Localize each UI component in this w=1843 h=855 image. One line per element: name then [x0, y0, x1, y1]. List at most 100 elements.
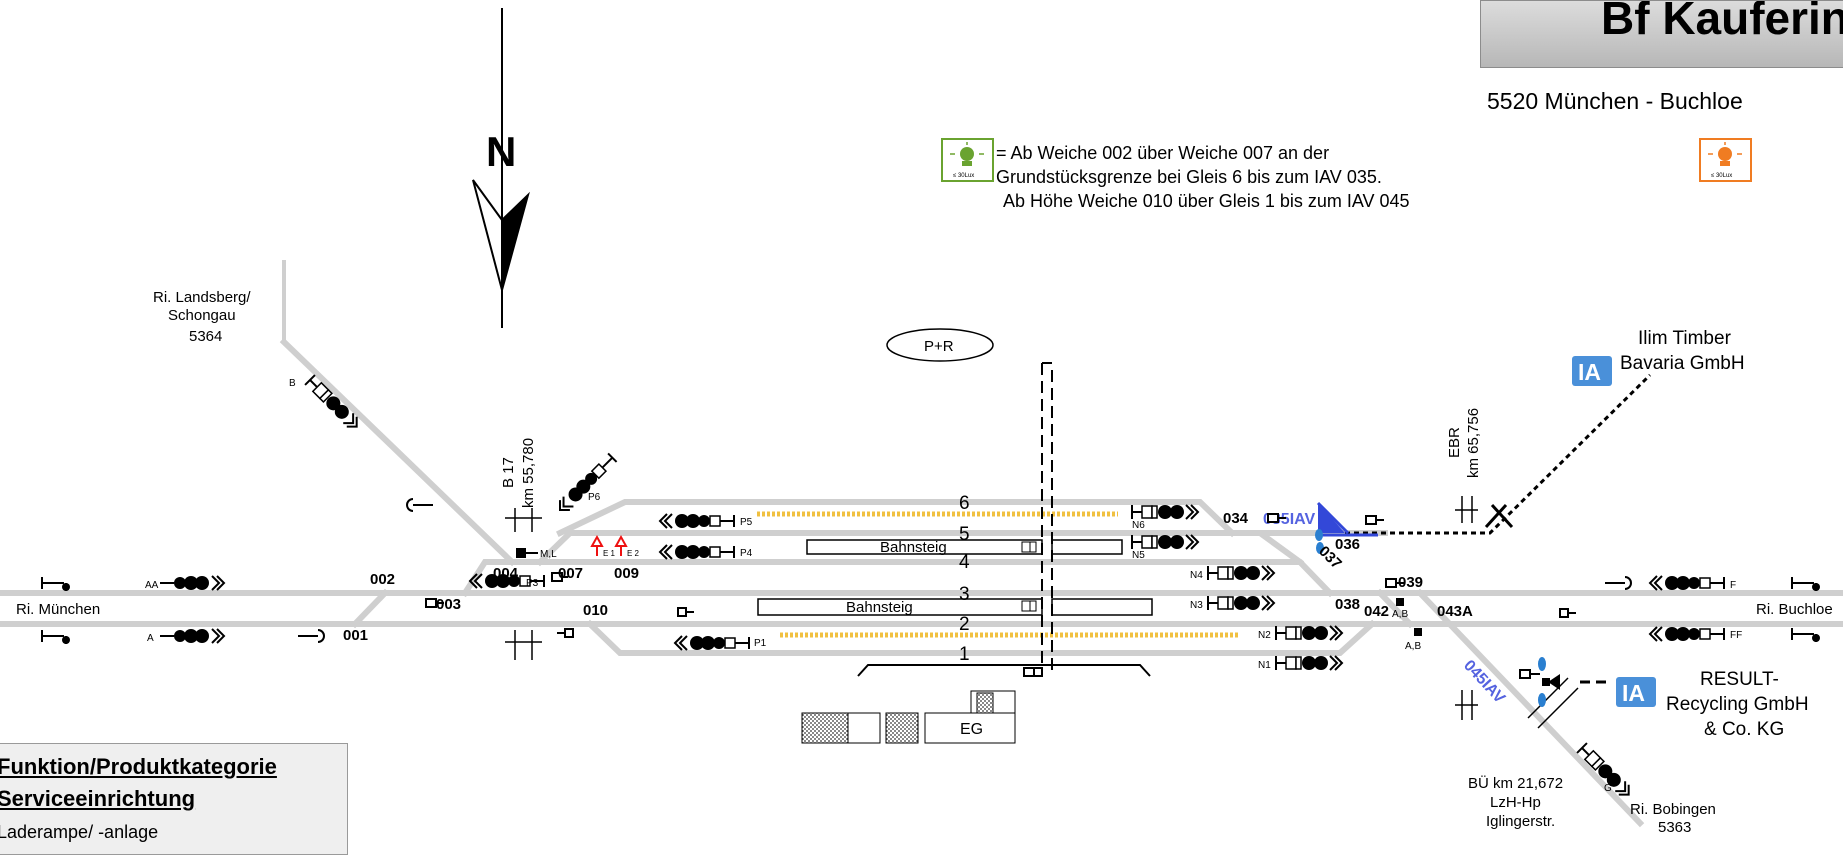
level-crossing-1: BÜ km 21,672 [1468, 774, 1563, 792]
track-crossover-002 [350, 588, 390, 629]
track-label-3: 3 [959, 584, 970, 605]
legend-line-3: Ab Höhe Weiche 010 über Gleis 1 bis zum … [1003, 191, 1410, 211]
track-label-6: 6 [959, 493, 970, 514]
track-plan: Bahnsteig Bahnsteig EG P+R N [0, 8, 1843, 835]
legend-line-2: Grundstücksgrenze bei Gleis 6 bis zum IA… [996, 167, 1382, 187]
road-km: km 55,780 [520, 438, 537, 508]
siding-ilim-name-2: Bavaria GmbH [1620, 353, 1745, 374]
signal-AA-label: AA [145, 580, 159, 591]
siding-ilim-badge-label: IA [1578, 359, 1601, 385]
tracks [0, 337, 1843, 828]
lighting-icon-orange: ≤ 30Lux [1699, 138, 1752, 182]
service-facility-title: Serviceeinrichtung [0, 786, 196, 811]
route-label: 5520 München - Buchloe [1487, 88, 1743, 114]
switch-002: 002 [370, 571, 395, 588]
signal-N3-label: N3 [1190, 600, 1203, 611]
signal-P3: P3 [469, 573, 545, 589]
compass-arrow: N [472, 8, 530, 328]
signal-N3: N3 [1190, 595, 1275, 611]
signal-N5-label: N5 [1132, 550, 1145, 561]
e-markers [590, 534, 628, 556]
platform-upper: Bahnsteig [806, 539, 1123, 556]
signal-P3-label: P3 [526, 578, 539, 589]
signal-P6-label: P6 [588, 492, 601, 503]
signal-N4-label: N4 [1190, 570, 1203, 581]
signal-A-label: A [147, 633, 154, 644]
compass-label: N [486, 128, 516, 175]
track-landsberg-branch [279, 337, 517, 567]
switch-001: 001 [343, 627, 368, 644]
switch-box-AB1 [1396, 598, 1404, 606]
lighting-icon-green: ≤ 30Lux [941, 138, 994, 182]
park-ride-ellipse [886, 328, 994, 362]
switch-038: 038 [1335, 596, 1360, 613]
direction-bobingen-1: Ri. Bobingen [1630, 801, 1716, 818]
track-label-5: 5 [959, 524, 970, 545]
signal-P6 [554, 451, 619, 516]
signal-B [304, 374, 363, 433]
switch-010: 010 [583, 602, 608, 619]
signal-N1-label: N1 [1258, 660, 1271, 671]
signal-P5: P5 [659, 513, 753, 529]
signal-N6: N6 [1131, 504, 1199, 531]
switch-039: 039 [1398, 574, 1423, 591]
ab2-label: A,B [1405, 641, 1421, 652]
lighting-legend-text: = Ab Weiche 002 über Weiche 007 an der G… [996, 141, 1410, 213]
siding-connections [1345, 373, 1652, 684]
direction-bobingen-2: 5363 [1658, 819, 1691, 835]
signal-FF: FF [1649, 626, 1821, 643]
level-crossing-3: Iglingerstr. [1486, 813, 1555, 830]
track-5 [535, 530, 1305, 567]
road-label: B 17 [500, 457, 517, 488]
level-crossing-2: LzH-Hp [1490, 794, 1541, 811]
switch-034: 034 [1223, 510, 1249, 527]
direction-landsberg-2: Schongau [168, 307, 236, 324]
track-1 [585, 619, 1377, 656]
signal-A: A [41, 628, 225, 645]
platform-lower-label: Bahnsteig [846, 599, 913, 616]
track-label-4: 4 [959, 552, 970, 573]
signal-P4-label: P4 [740, 548, 753, 559]
track-crossover-038 [1375, 588, 1415, 629]
switch-009: 009 [614, 565, 639, 582]
switch-004: 004 [493, 565, 519, 582]
platform-upper-label: Bahnsteig [880, 539, 947, 556]
platform-edges [757, 511, 1240, 638]
direction-landsberg-1: Ri. Landsberg/ [153, 289, 251, 306]
signal-N2: N2 [1258, 625, 1343, 641]
track-4 [460, 559, 1335, 598]
signal-F: F [1649, 575, 1821, 592]
switch-042: 042 [1364, 603, 1389, 620]
switch-036: 036 [1335, 536, 1360, 553]
signal-P4: P4 [659, 544, 753, 560]
road-name: B 17 [500, 457, 517, 488]
road-crossings [505, 496, 1579, 729]
ebr-label: EBR [1446, 427, 1463, 458]
ml-label: M,L [540, 549, 557, 560]
siding-result-badge-label: IA [1622, 680, 1645, 706]
signal-N6-label: N6 [1132, 520, 1145, 531]
siding-ilim-name-1: Ilim Timber [1638, 328, 1732, 349]
signal-FF-label: FF [1730, 630, 1742, 641]
signal-G-label: G [1604, 783, 1612, 794]
signal-B-label: B [289, 378, 296, 389]
switch-043A: 043A [1437, 603, 1473, 620]
buildings: EG [801, 690, 1016, 744]
ebr-km: km 65,756 [1465, 408, 1482, 478]
track-6 [556, 499, 1237, 538]
park-ride-label: P+R [924, 338, 954, 355]
iav-035-marker [1315, 501, 1378, 554]
signal-N5: N5 [1131, 534, 1199, 561]
iav-045-label: 045IAV [1460, 657, 1508, 707]
track-label-1: 1 [959, 644, 970, 665]
siding-result-name-3: & Co. KG [1704, 719, 1784, 740]
siding-result-badge: IA [1616, 677, 1656, 707]
direction-landsberg-3: 5364 [189, 328, 222, 345]
track-bobingen-branch [1415, 588, 1645, 828]
siding-result-name-1: RESULT- [1700, 669, 1779, 690]
e1-label: E 1 [603, 549, 616, 558]
legend-line-1: = Ab Weiche 002 über Weiche 007 an der [996, 143, 1330, 163]
station-title-box: Bf Kaufering [1480, 0, 1843, 68]
signal-N4: N4 [1190, 565, 1275, 581]
ground-markers [298, 498, 1632, 679]
